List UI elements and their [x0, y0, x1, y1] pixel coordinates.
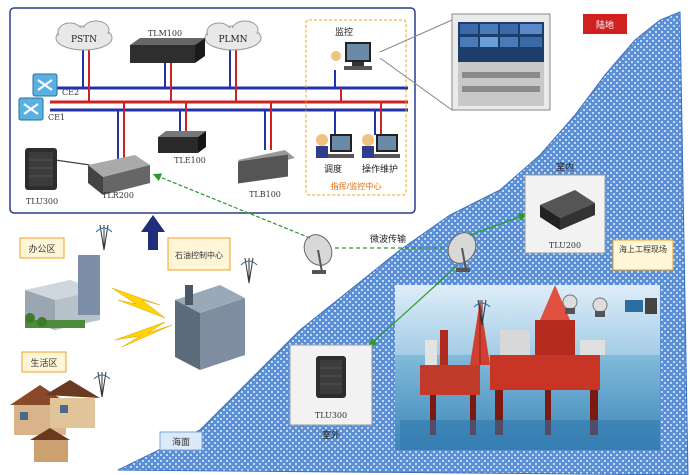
wireless-bolt-icon — [114, 321, 173, 348]
dispatch-pc-icon — [316, 134, 354, 158]
offshore-label: 海上工程现场 — [619, 244, 667, 254]
link-indoor — [469, 213, 528, 236]
ce1-label: CE1 — [48, 113, 65, 122]
pstn-label: PSTN — [71, 35, 97, 45]
dispatch-label: 调度 — [324, 163, 342, 175]
tle100-label: TLE100 — [174, 156, 206, 165]
tlu300-top-label: TLU300 — [26, 197, 58, 206]
antenna-icons — [93, 224, 491, 398]
tlb100-device — [238, 150, 295, 184]
office-label: 办公区 — [28, 243, 55, 255]
oil-center-tag — [167, 237, 231, 271]
tle100-device — [158, 131, 206, 153]
tlu300-top-device — [25, 148, 57, 190]
oil-control-center-building-icon — [175, 285, 245, 370]
monitor-wall-photo — [451, 13, 551, 111]
tlu200-label: TLU200 — [549, 241, 581, 250]
command-monitor-center-frame — [305, 19, 407, 196]
ce2-switch-icon — [32, 73, 58, 97]
link-tlr200 — [152, 173, 311, 239]
oil-center-label: 石油控制中心 — [175, 250, 223, 260]
plmn-label: PLMN — [218, 35, 247, 45]
indoor-label: 室内 — [556, 161, 574, 173]
tlu300-bottom-device — [316, 356, 346, 398]
microwave-dish-right-icon — [447, 232, 477, 272]
living-area-houses-icon — [10, 380, 100, 462]
tlu300-bottom-label: TLU300 — [315, 411, 347, 420]
outdoor-label: 室外 — [322, 429, 340, 441]
office-building-icon — [25, 255, 100, 330]
monitor-label: 监控 — [335, 26, 353, 38]
tlu200-device — [540, 190, 595, 230]
ops-pc-icon — [362, 134, 400, 158]
offshore-tag — [612, 239, 674, 271]
living-label: 生活区 — [30, 357, 57, 369]
microwave-dish-left-icon — [303, 234, 333, 274]
ce1-switch-icon — [18, 97, 44, 121]
center-label: 指挥/监控中心 — [331, 181, 382, 191]
wireless-bolt-icon — [111, 287, 166, 319]
plmn-cloud — [204, 20, 262, 51]
offshore-platform-photo — [395, 285, 660, 450]
office-tag — [19, 237, 65, 259]
land-tag — [583, 14, 627, 34]
tlr200-label: TLR200 — [102, 191, 134, 200]
ops-label: 操作维护 — [362, 163, 398, 175]
sea-label: 海面 — [172, 436, 190, 448]
offshore-small-devices — [562, 294, 657, 317]
tlr200-device — [88, 155, 150, 195]
sea-tag — [159, 431, 203, 451]
tlb100-label: TLB100 — [249, 190, 281, 199]
link-outdoor — [368, 264, 459, 347]
ce2-label: CE2 — [62, 88, 79, 97]
tlm100-label: TLM100 — [148, 29, 182, 38]
land-label: 陆地 — [596, 19, 614, 31]
uplink-arrow-icon — [141, 215, 165, 250]
tlm100-device — [130, 38, 205, 63]
pstn-cloud — [55, 20, 113, 51]
monitor-pc-icon — [331, 42, 372, 70]
living-tag — [21, 351, 67, 373]
microwave-label: 微波传输 — [370, 233, 406, 245]
